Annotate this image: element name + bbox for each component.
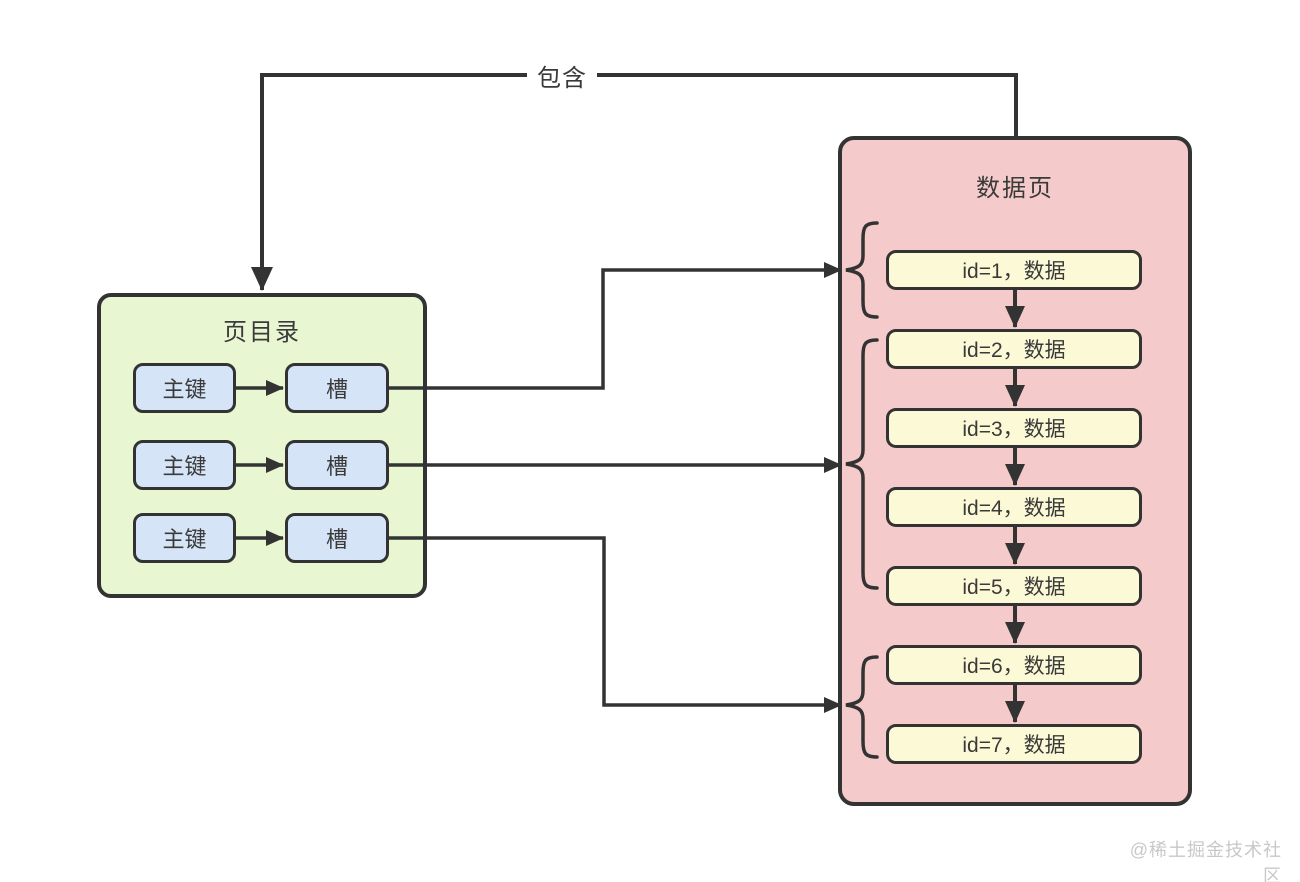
data-page-box: 数据页: [838, 136, 1192, 806]
slot-box-2: 槽: [285, 440, 389, 490]
record-label: id=1，数据: [962, 260, 1066, 283]
record-box-id3: id=3，数据: [886, 408, 1142, 448]
record-label: id=3，数据: [962, 418, 1066, 441]
record-label: id=7，数据: [962, 734, 1066, 757]
primary-key-label: 主键: [162, 527, 207, 552]
record-label: id=2，数据: [962, 339, 1066, 362]
primary-key-box-1: 主键: [133, 363, 236, 413]
primary-key-label: 主键: [162, 454, 207, 479]
record-box-id5: id=5，数据: [886, 566, 1142, 606]
watermark-text: @稀土掘金技术社区: [1129, 840, 1282, 882]
primary-key-box-3: 主键: [133, 513, 236, 563]
contains-edge-label: 包含: [527, 60, 597, 92]
data-page-title: 数据页: [976, 175, 1054, 202]
slot-label: 槽: [325, 377, 348, 402]
record-box-id2: id=2，数据: [886, 329, 1142, 369]
slot-label: 槽: [325, 454, 348, 479]
record-label: id=6，数据: [962, 655, 1066, 678]
slot-label: 槽: [325, 527, 348, 552]
page-directory-title: 页目录: [223, 319, 301, 346]
slot1-to-group1-arrow: [389, 262, 842, 390]
record-box-id7: id=7，数据: [886, 724, 1142, 764]
record-label: id=5，数据: [962, 576, 1066, 599]
record-box-id6: id=6，数据: [886, 645, 1142, 685]
primary-key-label: 主键: [162, 377, 207, 402]
record-label: id=4，数据: [962, 497, 1066, 520]
record-box-id4: id=4，数据: [886, 487, 1142, 527]
slot-box-3: 槽: [285, 513, 389, 563]
slot3-to-group3-arrow: [389, 536, 842, 713]
primary-key-box-2: 主键: [133, 440, 236, 490]
record-box-id1: id=1，数据: [886, 250, 1142, 290]
slot-box-1: 槽: [285, 363, 389, 413]
